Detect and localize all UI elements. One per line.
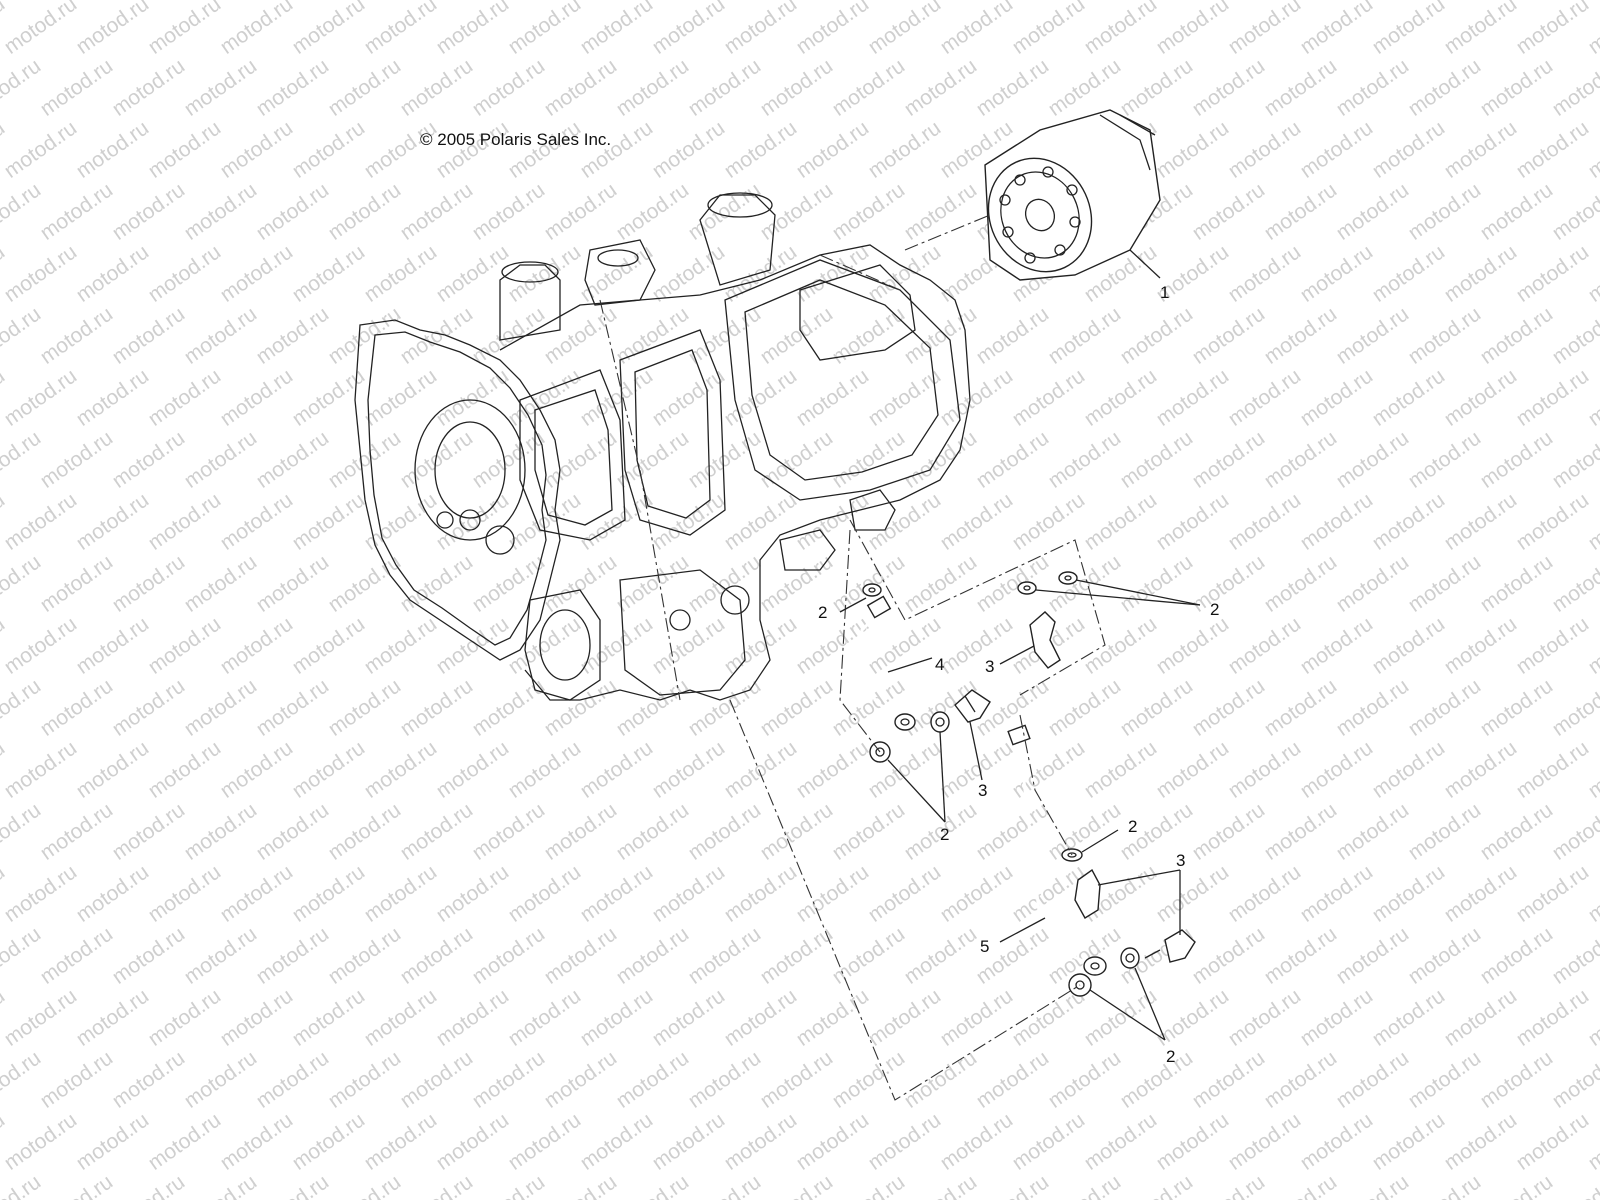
copyright-notice: © 2005 Polaris Sales Inc. — [420, 130, 612, 149]
lower-oil-line — [1007, 724, 1107, 976]
callout-3-bolt: 3 — [985, 657, 994, 676]
callout-3-bolt: 3 — [1176, 851, 1185, 870]
banjo-bolts — [954, 611, 1196, 963]
callout-labels: 1 2 2 3 4 3 2 2 3 5 2 — [818, 283, 1219, 1066]
callout-3-bolt: 3 — [978, 781, 987, 800]
callout-1-oil-filter: 1 — [1160, 283, 1169, 302]
oil-filter — [984, 109, 1161, 281]
callout-2-washer: 2 — [1128, 817, 1137, 836]
callout-2-washer: 2 — [818, 603, 827, 622]
callout-5-lower-oil-line: 5 — [980, 937, 989, 956]
leader-lines — [839, 249, 1201, 1041]
connection-outlines — [729, 519, 1106, 1101]
washers — [862, 571, 1140, 997]
engine-crankcase — [354, 192, 971, 701]
callout-2-washer: 2 — [1210, 600, 1219, 619]
callout-2-washer: 2 — [1166, 1047, 1175, 1066]
callout-4-upper-oil-line: 4 — [935, 655, 944, 674]
callout-2-washer: 2 — [940, 825, 949, 844]
filter-alignment-line — [904, 214, 991, 251]
upper-oil-line — [858, 595, 916, 731]
